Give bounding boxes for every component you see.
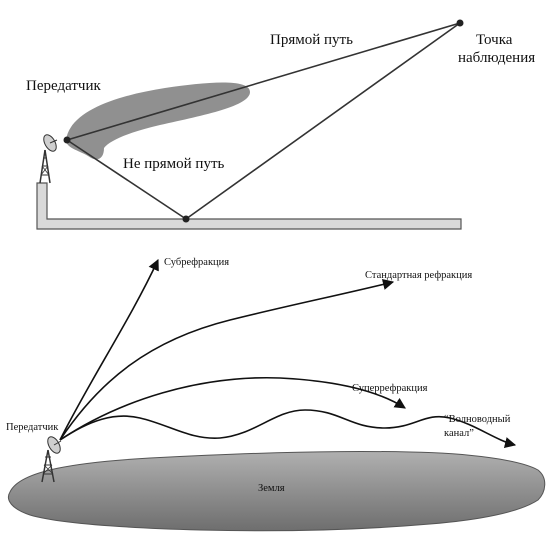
direct-path-label: Прямой путь bbox=[270, 32, 353, 48]
observation-point-label-line2: наблюдения bbox=[458, 50, 535, 66]
bottom-transmitter-label: Передатчик bbox=[6, 422, 59, 433]
waveguide-channel-ray bbox=[59, 409, 517, 448]
transmitter-point bbox=[63, 136, 71, 144]
antenna-beam-lobe bbox=[66, 82, 250, 160]
earth-shape bbox=[7, 450, 546, 532]
indirect-path-line-down bbox=[66, 139, 187, 220]
bottom-panel: Передатчик Субрефракция Стандартная рефр… bbox=[6, 257, 546, 532]
superrefraction-ray bbox=[59, 376, 406, 441]
superrefraction-label: Суперрефракция bbox=[352, 383, 428, 394]
indirect-path-line-up bbox=[185, 22, 461, 220]
top-panel: Передатчик Прямой путь Не прямой путь То… bbox=[26, 19, 535, 230]
standard-refraction-ray bbox=[59, 278, 395, 441]
waveguide-label-line2: канал” bbox=[444, 428, 474, 439]
subrefraction-ray bbox=[59, 258, 159, 441]
indirect-path-label: Не прямой путь bbox=[123, 156, 225, 172]
observation-point bbox=[456, 19, 464, 27]
reflection-point bbox=[182, 215, 190, 223]
standard-refraction-label: Стандартная рефракция bbox=[365, 270, 472, 281]
ground-surface bbox=[36, 182, 462, 230]
top-transmitter-label: Передатчик bbox=[26, 78, 101, 94]
earth-label: Земля bbox=[258, 483, 285, 494]
direct-path-line bbox=[66, 22, 461, 141]
observation-point-label-line1: Точка bbox=[476, 32, 513, 48]
waveguide-label-line1: “Волноводный bbox=[444, 414, 511, 425]
transmitter-tower-icon bbox=[39, 134, 58, 184]
subrefraction-label: Субрефракция bbox=[164, 257, 229, 268]
transmitter-tower-icon-bottom bbox=[41, 436, 62, 483]
